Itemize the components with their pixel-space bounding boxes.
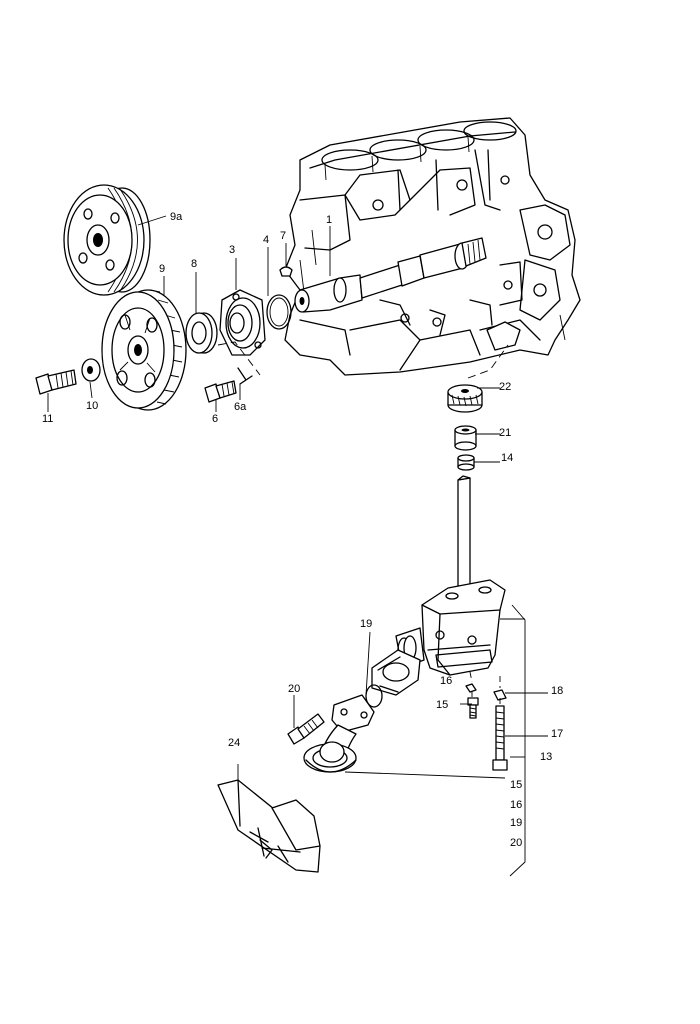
callout-21: 21 — [499, 427, 511, 439]
callout-19: 19 — [360, 618, 372, 630]
alignment-lines — [217, 341, 509, 704]
washer-10 — [81, 358, 101, 382]
washer-16 — [465, 683, 477, 693]
oil-seal — [185, 312, 218, 354]
o-ring — [266, 294, 292, 330]
intermediate-shaft — [294, 237, 487, 313]
callout-1: 1 — [326, 214, 332, 226]
callout-6a: 6a — [234, 401, 247, 413]
callout-4: 4 — [263, 234, 269, 246]
drive-gear — [447, 384, 483, 413]
callout-15: 15 — [436, 699, 448, 711]
callout-labels: 1 3 4 7 8 9 9a 10 11 6 6a 22 21 14 19 16… — [42, 211, 563, 849]
bolt-11 — [35, 369, 77, 395]
bolt-15 — [467, 697, 479, 719]
woodruff-key — [279, 266, 293, 277]
bolt-17 — [492, 705, 508, 771]
bracket-item-19: 19 — [510, 817, 522, 829]
callout-8: 8 — [191, 258, 197, 270]
callout-20: 20 — [288, 683, 300, 695]
toothed-sprocket — [101, 289, 187, 411]
callout-22: 22 — [499, 381, 511, 393]
bushing — [454, 425, 477, 451]
bolt-6 — [204, 380, 237, 403]
bracket-item-16: 16 — [510, 799, 522, 811]
callout-17: 17 — [551, 728, 563, 740]
callout-24: 24 — [228, 737, 240, 749]
callout-10: 10 — [86, 400, 98, 412]
callout-9a: 9a — [170, 211, 183, 223]
sealing-flange — [219, 289, 266, 356]
oil-pump — [395, 475, 506, 676]
washer-18 — [493, 689, 507, 701]
clip-6a — [237, 367, 253, 385]
crankshaft-pulley — [63, 184, 151, 296]
callout-16: 16 — [440, 675, 452, 687]
callout-6: 6 — [212, 413, 218, 425]
ring-14 — [457, 454, 475, 471]
callout-9: 9 — [159, 263, 165, 275]
callout-18: 18 — [551, 685, 563, 697]
callout-11: 11 — [42, 413, 53, 425]
bracket-item-15: 15 — [510, 779, 522, 791]
pickup-pipe — [303, 694, 375, 773]
oil-baffle — [217, 779, 321, 873]
callout-3: 3 — [229, 244, 235, 256]
bolt-20 — [287, 713, 325, 745]
pump-cover — [371, 649, 421, 696]
callout-13: 13 — [540, 751, 552, 763]
gasket-ring — [365, 684, 383, 708]
leader-lines — [47, 215, 548, 877]
engine-block — [284, 117, 581, 376]
callout-14: 14 — [501, 452, 513, 464]
bracket-item-20: 20 — [510, 837, 522, 849]
callout-7: 7 — [280, 230, 286, 242]
